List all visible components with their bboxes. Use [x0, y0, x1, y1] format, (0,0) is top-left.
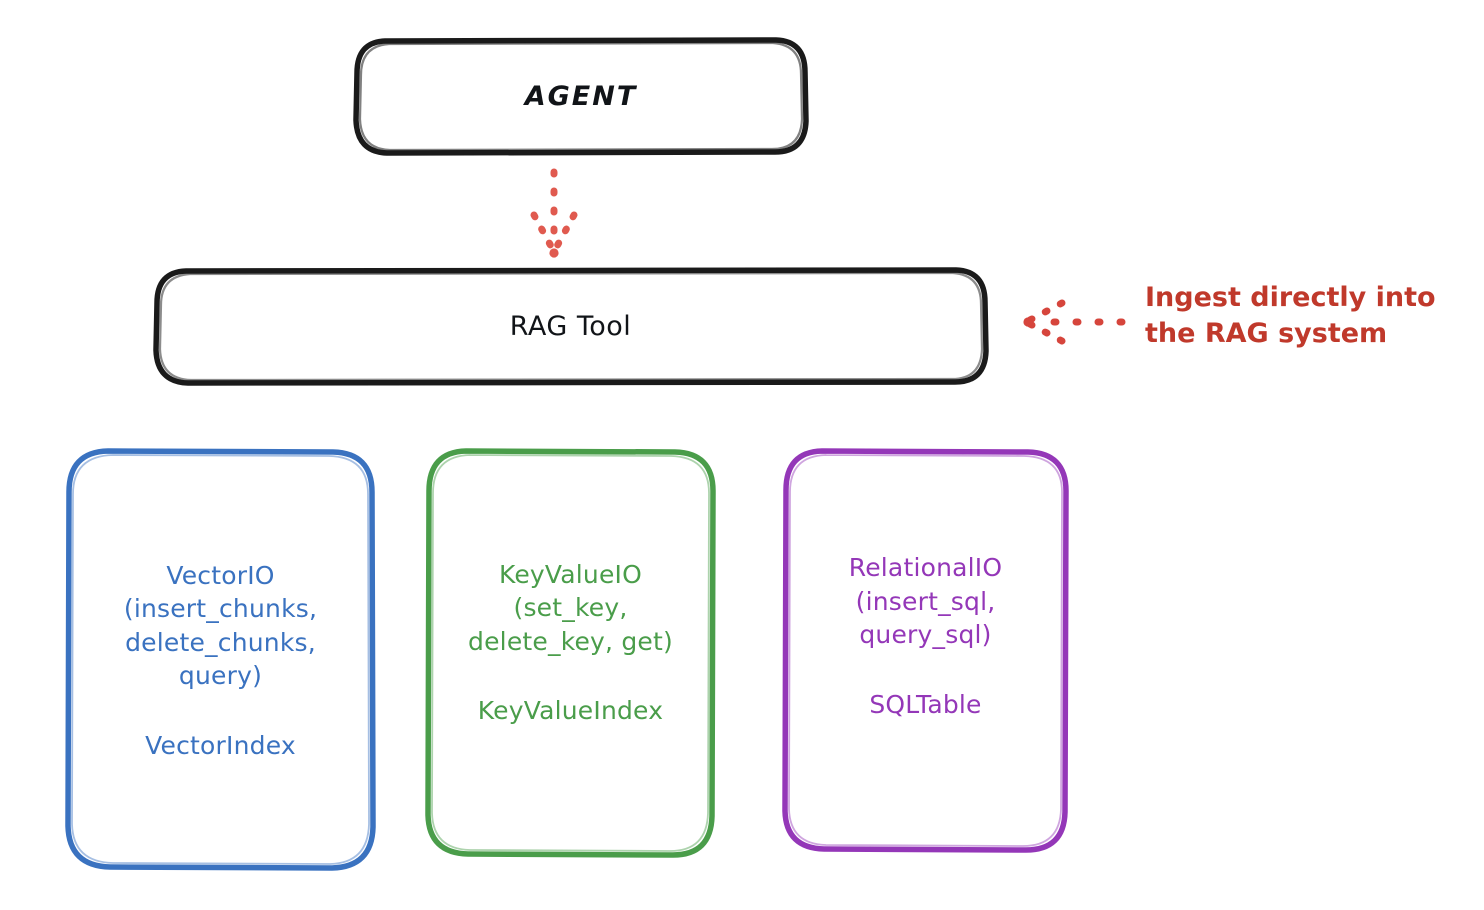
relational-io-box-outline [782, 448, 1069, 853]
key-value-io-box-outline [425, 448, 716, 858]
node-key-value-io-label: KeyValueIO (set_key, delete_key, get) [468, 559, 673, 656]
agent-box-outline [353, 37, 809, 156]
node-rag-tool-label: RAG Tool [509, 310, 632, 342]
node-relational-io[interactable]: RelationalIO (insert_sql, query_sql) SQL… [785, 450, 1066, 850]
ingest-note-connector [1023, 299, 1126, 345]
agent-to-rag-tool-connector [530, 168, 578, 258]
vector-io-box-outline [65, 448, 376, 871]
node-relational-io-label: RelationalIO (insert_sql, query_sql) [848, 553, 1003, 650]
rag-tool-box-outline [153, 267, 989, 386]
node-vector-io[interactable]: VectorIO (insert_chunks, delete_chunks, … [68, 450, 373, 868]
node-vector-io-label: VectorIO (insert_chunks, delete_chunks, … [123, 560, 318, 691]
node-agent[interactable]: AGENT [356, 40, 806, 153]
node-relational-io-sublabel: SQLTable [869, 689, 982, 719]
node-rag-tool[interactable]: RAG Tool [156, 270, 985, 383]
annotation-ingest-note: Ingest directly into the RAG system [1145, 282, 1436, 350]
node-key-value-io[interactable]: KeyValueIO (set_key, delete_key, get) Ke… [428, 450, 713, 855]
node-key-value-io-sublabel: KeyValueIndex [477, 696, 664, 726]
node-vector-io-sublabel: VectorIndex [145, 730, 296, 760]
node-agent-label: AGENT [524, 80, 638, 112]
